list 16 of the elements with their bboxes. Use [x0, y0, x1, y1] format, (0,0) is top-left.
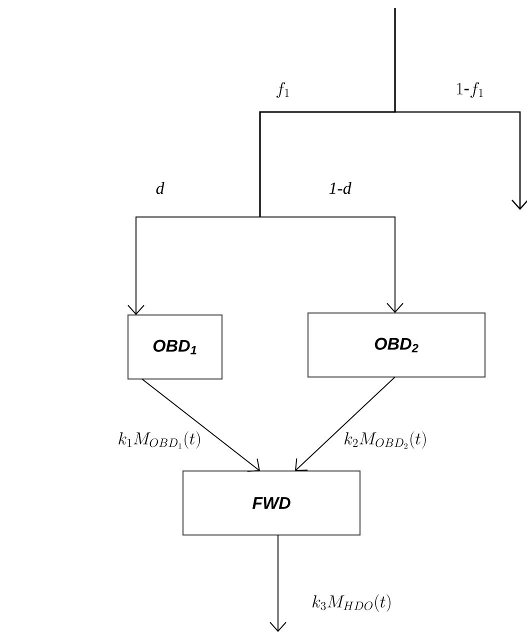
arrow [142, 378, 260, 472]
process-box: FWD [182, 470, 360, 536]
arrow [128, 216, 260, 315]
edge-label: $k_3M_{HDO}(t)$ [312, 594, 390, 612]
arrow [260, 216, 404, 313]
arrow [270, 534, 286, 632]
connector-line [259, 8, 396, 217]
edge-label: $k_1M_{OBD_1}(t)$ [118, 431, 200, 449]
branch-fraction: $1\mbox{-}f_{1}$ [457, 82, 483, 98]
process-box: OBD$_{1}$ [128, 314, 222, 380]
arrow [295, 376, 396, 471]
branch-fraction: $f_{1}$ [276, 82, 289, 98]
edge-label: $k_2M_{OBD_2}(t)$ [344, 431, 426, 449]
process-box: OBD$_{2}$ [308, 312, 486, 378]
edge-label: d [156, 182, 164, 194]
edge-label: 1-d [329, 182, 352, 194]
